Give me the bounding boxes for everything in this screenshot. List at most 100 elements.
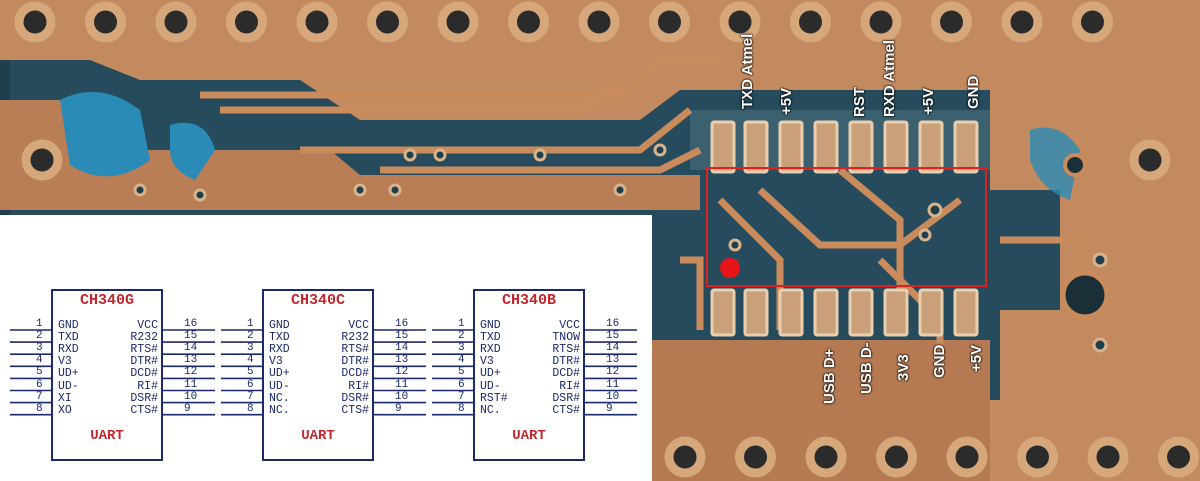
pin-number: 7 [247, 390, 254, 403]
header-pad [437, 1, 479, 43]
pin-number: 6 [458, 378, 465, 391]
pin-name: UD- [480, 379, 501, 393]
pin-name: TXD [269, 331, 290, 345]
pin-name: DCD# [341, 367, 369, 381]
pin-number: 7 [36, 390, 43, 403]
pin-name: VCC [559, 319, 580, 332]
pin-name: UD+ [58, 367, 79, 381]
pin-name: RTS# [130, 343, 158, 357]
pin-name: RXD [269, 343, 290, 357]
header-pad [1129, 139, 1171, 181]
header-pad [14, 1, 56, 43]
pin-number: 13 [184, 354, 198, 367]
pin-number: 5 [247, 366, 254, 379]
pin-number: 3 [458, 342, 465, 355]
header-pad [649, 1, 690, 43]
pin-name: GND [58, 319, 79, 332]
highlight-box [706, 167, 987, 287]
header-pad [578, 1, 620, 43]
pin-number: 10 [606, 390, 620, 403]
header-pad [860, 1, 902, 43]
pin-number: 12 [606, 366, 620, 379]
pin-name: R232 [341, 331, 369, 345]
pin-name: NC. [480, 403, 501, 417]
pin-name: UD- [269, 379, 290, 393]
chip-outline-ch340g [10, 289, 215, 461]
header-pad [85, 1, 126, 43]
label-gnd-bottom: GND [931, 344, 948, 378]
pin-name: VCC [348, 319, 369, 332]
pin-name: TNOW [552, 331, 580, 345]
pin-name: CTS# [552, 403, 580, 417]
pin-number: 1 [36, 318, 43, 330]
pin-name: DSR# [341, 391, 369, 405]
pin-number: 11 [606, 378, 620, 391]
header-pad [155, 1, 197, 43]
label-rst: RST [851, 87, 868, 117]
pin-name: TXD [58, 331, 79, 345]
pin-name: DTR# [552, 355, 580, 369]
pin-number: 1 [247, 318, 254, 330]
pin-number: 7 [458, 390, 465, 403]
chip-title-ch340c: CH340C [290, 292, 345, 309]
pin-number: 9 [395, 402, 402, 415]
label-5v-bottom: +5V [968, 344, 985, 372]
pin-number: 15 [395, 330, 409, 343]
pin-number: 4 [458, 354, 465, 367]
pin-name: VCC [137, 319, 158, 332]
chip-footer-uart: UART [301, 428, 335, 444]
header-pad [508, 1, 549, 43]
pin-number: 10 [395, 390, 409, 403]
header-pad [664, 436, 706, 478]
label-5v-top-1: +5V [778, 87, 795, 115]
pin-number: 11 [184, 378, 198, 391]
pin-name: DTR# [130, 355, 158, 369]
pin-name: V3 [269, 355, 283, 369]
header-pad [876, 436, 917, 478]
chip-title-ch340b: CH340B [501, 292, 556, 309]
pin-name: TXD [480, 331, 501, 345]
header-pad [296, 1, 338, 43]
pin-name: DTR# [341, 355, 369, 369]
label-usb-dminus: USB D- [858, 342, 875, 394]
pin-number: 6 [36, 378, 43, 391]
pin-number: 13 [606, 354, 620, 367]
pin-number: 14 [606, 342, 620, 355]
schematic-panel [0, 215, 652, 481]
pin-number: 10 [184, 390, 198, 403]
pin-number: 9 [184, 402, 191, 415]
pin-name: RST# [480, 391, 508, 405]
pin-name: UD+ [480, 367, 501, 381]
pin-number: 12 [395, 366, 409, 379]
pin-number: 13 [395, 354, 409, 367]
pin-name: GND [480, 319, 501, 332]
header-pad [1087, 436, 1129, 478]
header-pad [790, 1, 831, 43]
chip-outline-ch340b [432, 289, 637, 461]
header-pad [1158, 436, 1199, 478]
header-pad [805, 436, 847, 478]
pin-name: RTS# [552, 343, 580, 357]
label-gnd-top: GND [965, 75, 982, 109]
header-pad [946, 436, 988, 478]
pin-number: 3 [247, 342, 254, 355]
pin-name: DSR# [130, 391, 158, 405]
pin-name: RXD [58, 343, 79, 357]
label-3v3: 3V3 [895, 354, 912, 381]
pin-number: 2 [247, 330, 254, 343]
label-usb-dplus: USB D+ [821, 348, 838, 404]
pin-number: 16 [184, 318, 198, 330]
pin-number: 2 [36, 330, 43, 343]
chip-footer-uart: UART [512, 428, 546, 444]
pin-name: CTS# [130, 403, 158, 417]
pin-number: 14 [184, 342, 198, 355]
pin-number: 3 [36, 342, 43, 355]
pin-name: XI [58, 391, 72, 405]
label-txd-atmel: TXD Atmel [739, 33, 756, 109]
chip-footer-uart: UART [90, 428, 124, 444]
label-rxd-atmel: RXD Atmel [881, 40, 898, 117]
header-pad [367, 1, 408, 43]
header-pad [719, 1, 761, 43]
pin-number: 1 [458, 318, 465, 330]
